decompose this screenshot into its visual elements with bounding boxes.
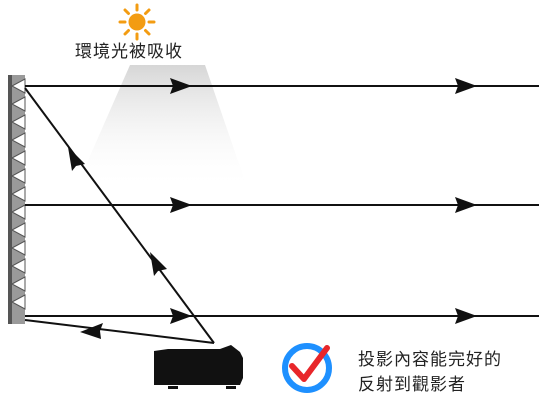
low-projection-ray (24, 319, 215, 344)
result-text-line-2: 反射到觀影者 (358, 375, 466, 395)
arrowhead (455, 78, 477, 94)
checkmark-circle-icon (282, 343, 332, 393)
ribbed-screen (8, 75, 26, 324)
arrowhead (68, 147, 85, 171)
arrowhead (150, 252, 167, 276)
result-text-line-1: 投影內容能完好的 (358, 350, 502, 370)
arrowhead (80, 323, 103, 339)
arrowhead (170, 78, 192, 94)
arrowhead (170, 197, 192, 213)
arrowhead (170, 308, 192, 324)
projection-ray (24, 87, 215, 344)
ambient-light-label: 環境光被吸收 (75, 42, 183, 62)
sun-icon (118, 3, 156, 41)
arrowhead (455, 197, 477, 213)
projector-icon (154, 345, 243, 389)
arrowhead (455, 308, 477, 324)
ambient-light-cone (75, 65, 248, 190)
